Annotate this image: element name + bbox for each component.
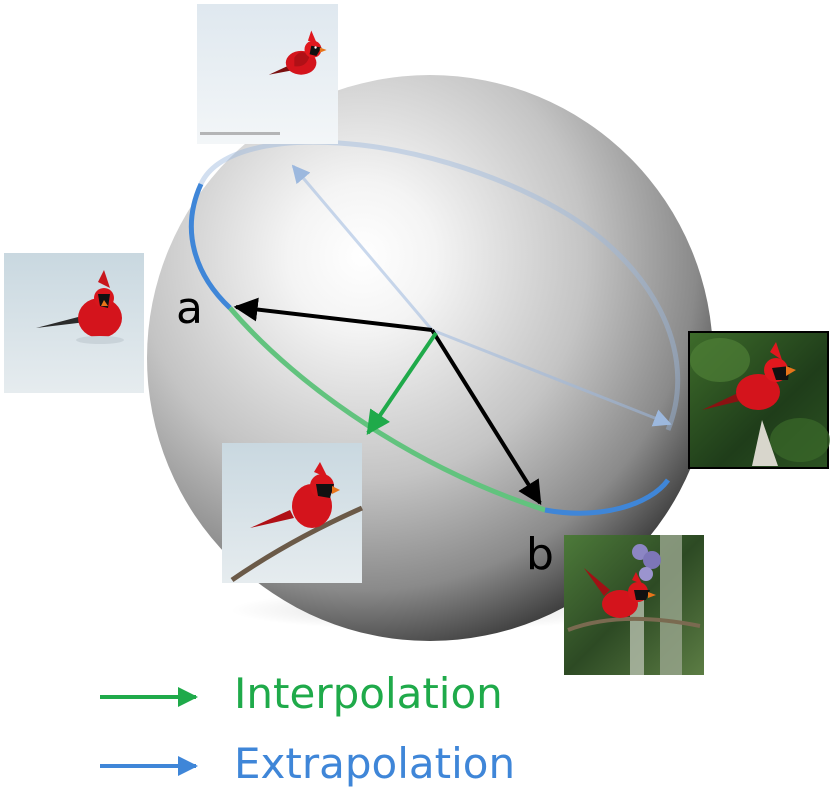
vector-a-arrow: [233, 297, 433, 332]
legend: Interpolation Extrapolation: [100, 669, 515, 787]
vector-b-arrow: [430, 328, 542, 506]
back-extrapolation-arrow-right: [431, 328, 672, 427]
cardinal-photo-left: [4, 253, 144, 393]
cardinal-photo-b: [564, 535, 704, 675]
extrapolation-arc-left: [188, 182, 232, 310]
point-b-label: b: [526, 529, 554, 580]
extrapolation-arc-right: [544, 478, 671, 516]
cardinal-photo-top: [197, 4, 338, 144]
cardinal-photo-right: [688, 331, 830, 469]
legend-extrapolation-label: Extrapolation: [234, 739, 515, 787]
legend-interpolation-label: Interpolation: [234, 669, 503, 718]
point-a-label: a: [176, 283, 203, 334]
interpolation-vector-arrow: [366, 331, 438, 435]
cardinal-photo-interpolation: [222, 443, 364, 583]
great-circle-back: [198, 139, 681, 431]
back-extrapolation-arrow-top: [291, 164, 434, 331]
